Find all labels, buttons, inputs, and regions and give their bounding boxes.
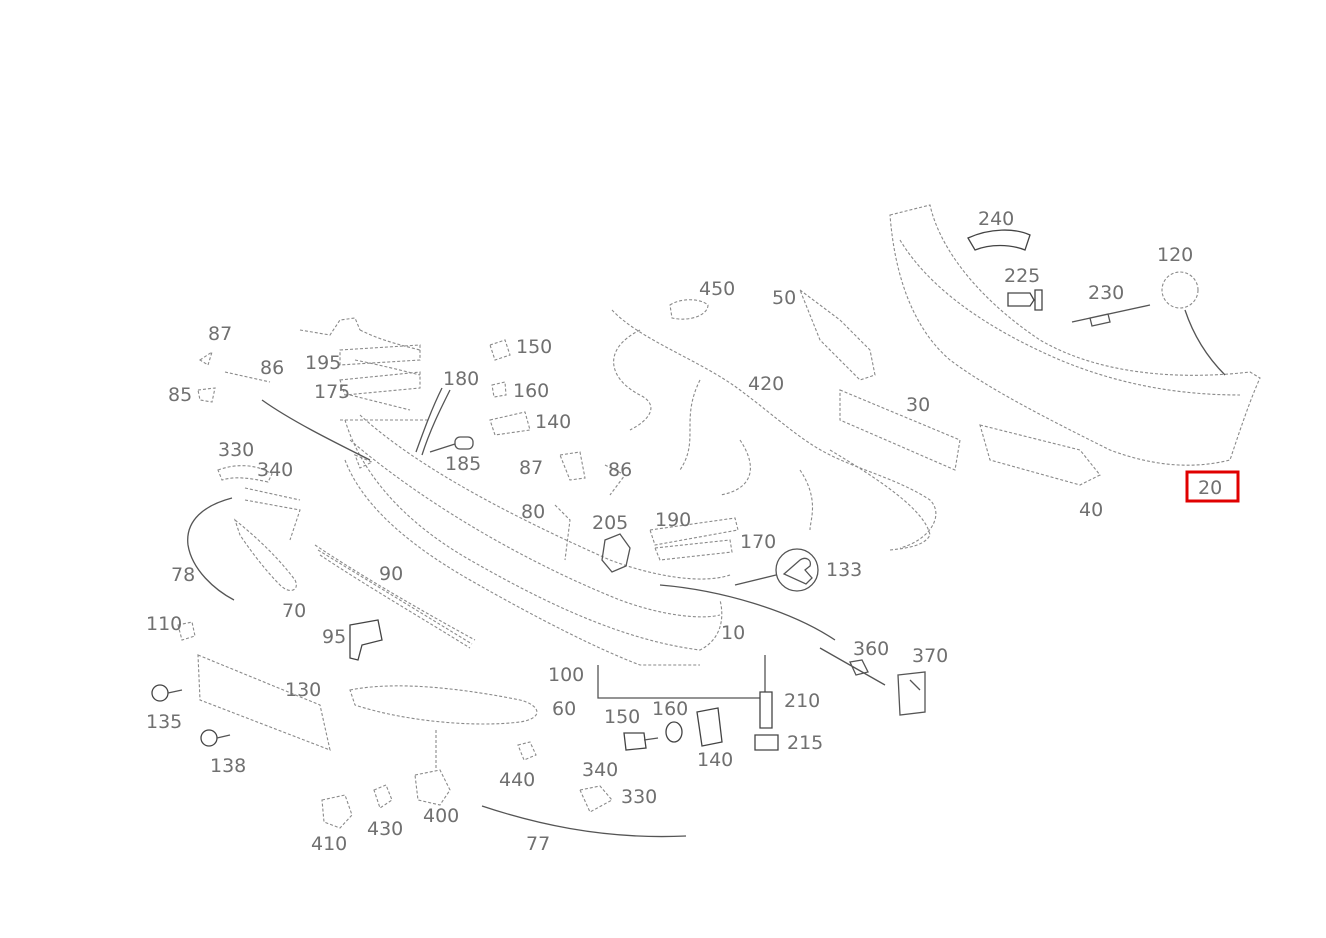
callout-160-upper[interactable]: 160	[513, 380, 549, 402]
callout-labels: 240 225 120 230 450 50 420 30 40 87 86 8…	[146, 208, 1240, 855]
callout-140-upper[interactable]: 140	[535, 411, 571, 433]
callout-130[interactable]: 130	[285, 679, 321, 701]
callout-10[interactable]: 10	[721, 622, 745, 644]
callout-400[interactable]: 400	[423, 805, 459, 827]
callout-80[interactable]: 80	[521, 501, 545, 523]
callout-150-upper[interactable]: 150	[516, 336, 552, 358]
callout-230[interactable]: 230	[1088, 282, 1124, 304]
callout-330-upper[interactable]: 330	[218, 439, 254, 461]
callout-138[interactable]: 138	[210, 755, 246, 777]
callout-140-lower[interactable]: 140	[697, 749, 733, 771]
callout-87-lower[interactable]: 87	[519, 457, 543, 479]
callout-30[interactable]: 30	[906, 394, 930, 416]
callout-430[interactable]: 430	[367, 818, 403, 840]
callout-40[interactable]: 40	[1079, 499, 1103, 521]
callout-90[interactable]: 90	[379, 563, 403, 585]
callout-160-lower[interactable]: 160	[652, 698, 688, 720]
callout-150-lower[interactable]: 150	[604, 706, 640, 728]
callout-195[interactable]: 195	[305, 352, 341, 374]
callout-95[interactable]: 95	[322, 626, 346, 648]
callout-50[interactable]: 50	[772, 287, 796, 309]
callout-86-upper[interactable]: 86	[260, 357, 284, 379]
grille-strip-drawing	[314, 544, 476, 649]
callout-133[interactable]: 133	[826, 559, 862, 581]
callout-210[interactable]: 210	[784, 690, 820, 712]
callout-110[interactable]: 110	[146, 613, 182, 635]
callout-180[interactable]: 180	[443, 368, 479, 390]
callout-225[interactable]: 225	[1004, 265, 1040, 287]
callout-190[interactable]: 190	[655, 509, 691, 531]
bumper-cover-drawing	[344, 414, 731, 666]
trim-strip-78-drawing	[187, 497, 235, 601]
callout-78[interactable]: 78	[171, 564, 195, 586]
callout-340-upper[interactable]: 340	[257, 459, 293, 481]
callout-135[interactable]: 135	[146, 711, 182, 733]
callout-70[interactable]: 70	[282, 600, 306, 622]
callout-205[interactable]: 205	[592, 512, 628, 534]
callout-340-lower[interactable]: 340	[582, 759, 618, 781]
callout-440[interactable]: 440	[499, 769, 535, 791]
release-cable-drawing	[659, 584, 836, 641]
callout-20-highlighted[interactable]: 20	[1198, 477, 1222, 499]
highlight-box	[1185, 470, 1240, 503]
callout-330-lower[interactable]: 330	[621, 786, 657, 808]
callout-185[interactable]: 185	[445, 453, 481, 475]
callout-60[interactable]: 60	[552, 698, 576, 720]
callout-420[interactable]: 420	[748, 373, 784, 395]
callout-175[interactable]: 175	[314, 381, 350, 403]
callout-240[interactable]: 240	[978, 208, 1014, 230]
callout-410[interactable]: 410	[311, 833, 347, 855]
callout-86-lower[interactable]: 86	[608, 459, 632, 481]
callout-360[interactable]: 360	[853, 638, 889, 660]
callout-215[interactable]: 215	[787, 732, 823, 754]
part-drawings	[151, 204, 1261, 838]
callout-450[interactable]: 450	[699, 278, 735, 300]
callout-370[interactable]: 370	[912, 645, 948, 667]
callout-100[interactable]: 100	[548, 664, 584, 686]
callout-85[interactable]: 85	[168, 384, 192, 406]
wiring-harness-drawing	[611, 309, 937, 549]
wrench-icon	[775, 548, 819, 592]
callout-77[interactable]: 77	[526, 833, 550, 855]
callout-120[interactable]: 120	[1157, 244, 1193, 266]
trim-strip-77-drawing	[481, 805, 687, 838]
impact-beam-drawing	[889, 204, 1261, 466]
callout-170[interactable]: 170	[740, 531, 776, 553]
callout-87-upper[interactable]: 87	[208, 323, 232, 345]
